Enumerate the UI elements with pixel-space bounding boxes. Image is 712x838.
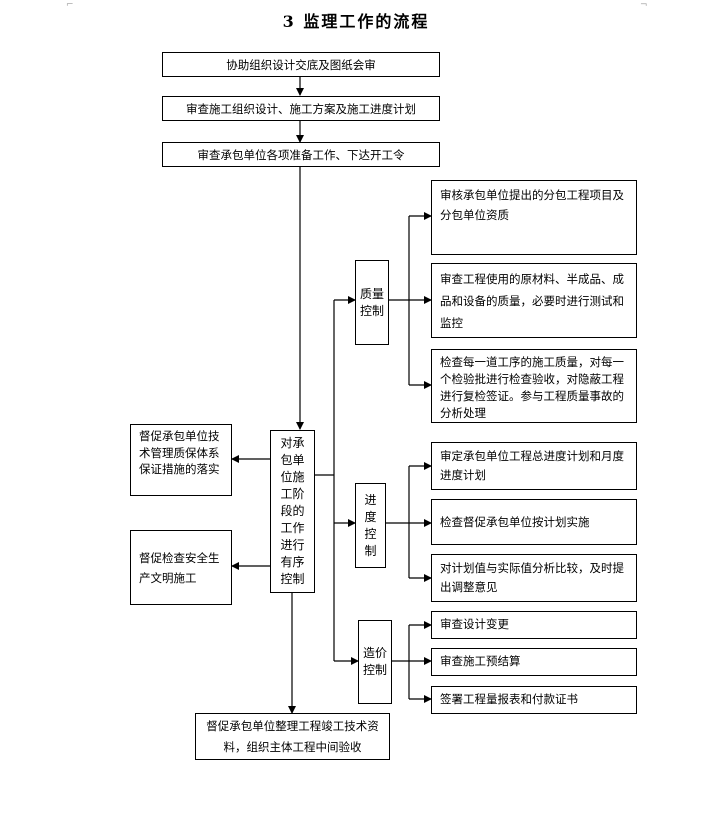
quality-item-inspection: 检查每一道工序的施工质量，对每一个检验批进行检查验收，对隐蔽工程进行复检签证。参… — [431, 349, 637, 423]
cost-item-design-change: 审查设计变更 — [431, 611, 637, 639]
quality-item-materials: 审查工程使用的原材料、半成品、成品和设备的质量，必要时进行测试和监控 — [431, 263, 637, 338]
flow-box-tech-management: 督促承包单位技术管理质保体系保证措施的落实 — [130, 424, 232, 496]
progress-item-implementation: 检查督促承包单位按计划实施 — [431, 499, 637, 545]
implementation-text: 检查督促承包单位按计划实施 — [440, 515, 590, 529]
cost-item-settlement: 审查施工预结算 — [431, 648, 637, 676]
flow-box-construction-control: 对承包单位施工阶段的工作进行有序控制 — [270, 430, 315, 593]
progress-item-schedule: 审定承包单位工程总进度计划和月度进度计划 — [431, 442, 637, 490]
page-title: 3 监理工作的流程 — [282, 12, 430, 31]
flow-box-design-review: 协助组织设计交底及图纸会审 — [162, 52, 440, 77]
safety-check-text: 督促检查安全生产文明施工 — [139, 550, 220, 585]
quality-item-subcontract: 审核承包单位提出的分包工程项目及分包单位资质 — [431, 180, 637, 255]
flow-box-plan-review: 审查施工组织设计、施工方案及施工进度计划 — [162, 96, 440, 121]
flow-box-safety-check: 督促检查安全生产文明施工 — [130, 530, 232, 605]
category-progress-control: 进度控制 — [355, 483, 386, 568]
cost-item-payment: 签署工程量报表和付款证书 — [431, 686, 637, 714]
flow-box-completion-docs: 督促承包单位整理工程竣工技术资料，组织主体工程中间验收 — [195, 713, 390, 760]
flow-box-start-order: 审查承包单位各项准备工作、下达开工令 — [162, 142, 440, 167]
category-quality-control: 质量控制 — [355, 260, 389, 345]
corner-mark-left: ⌐ — [66, 0, 74, 10]
progress-item-analysis: 对计划值与实际值分析比较，及时提出调整意见 — [431, 554, 637, 602]
corner-mark-right: ¬ — [640, 0, 648, 10]
category-cost-control: 造价控制 — [358, 620, 392, 704]
